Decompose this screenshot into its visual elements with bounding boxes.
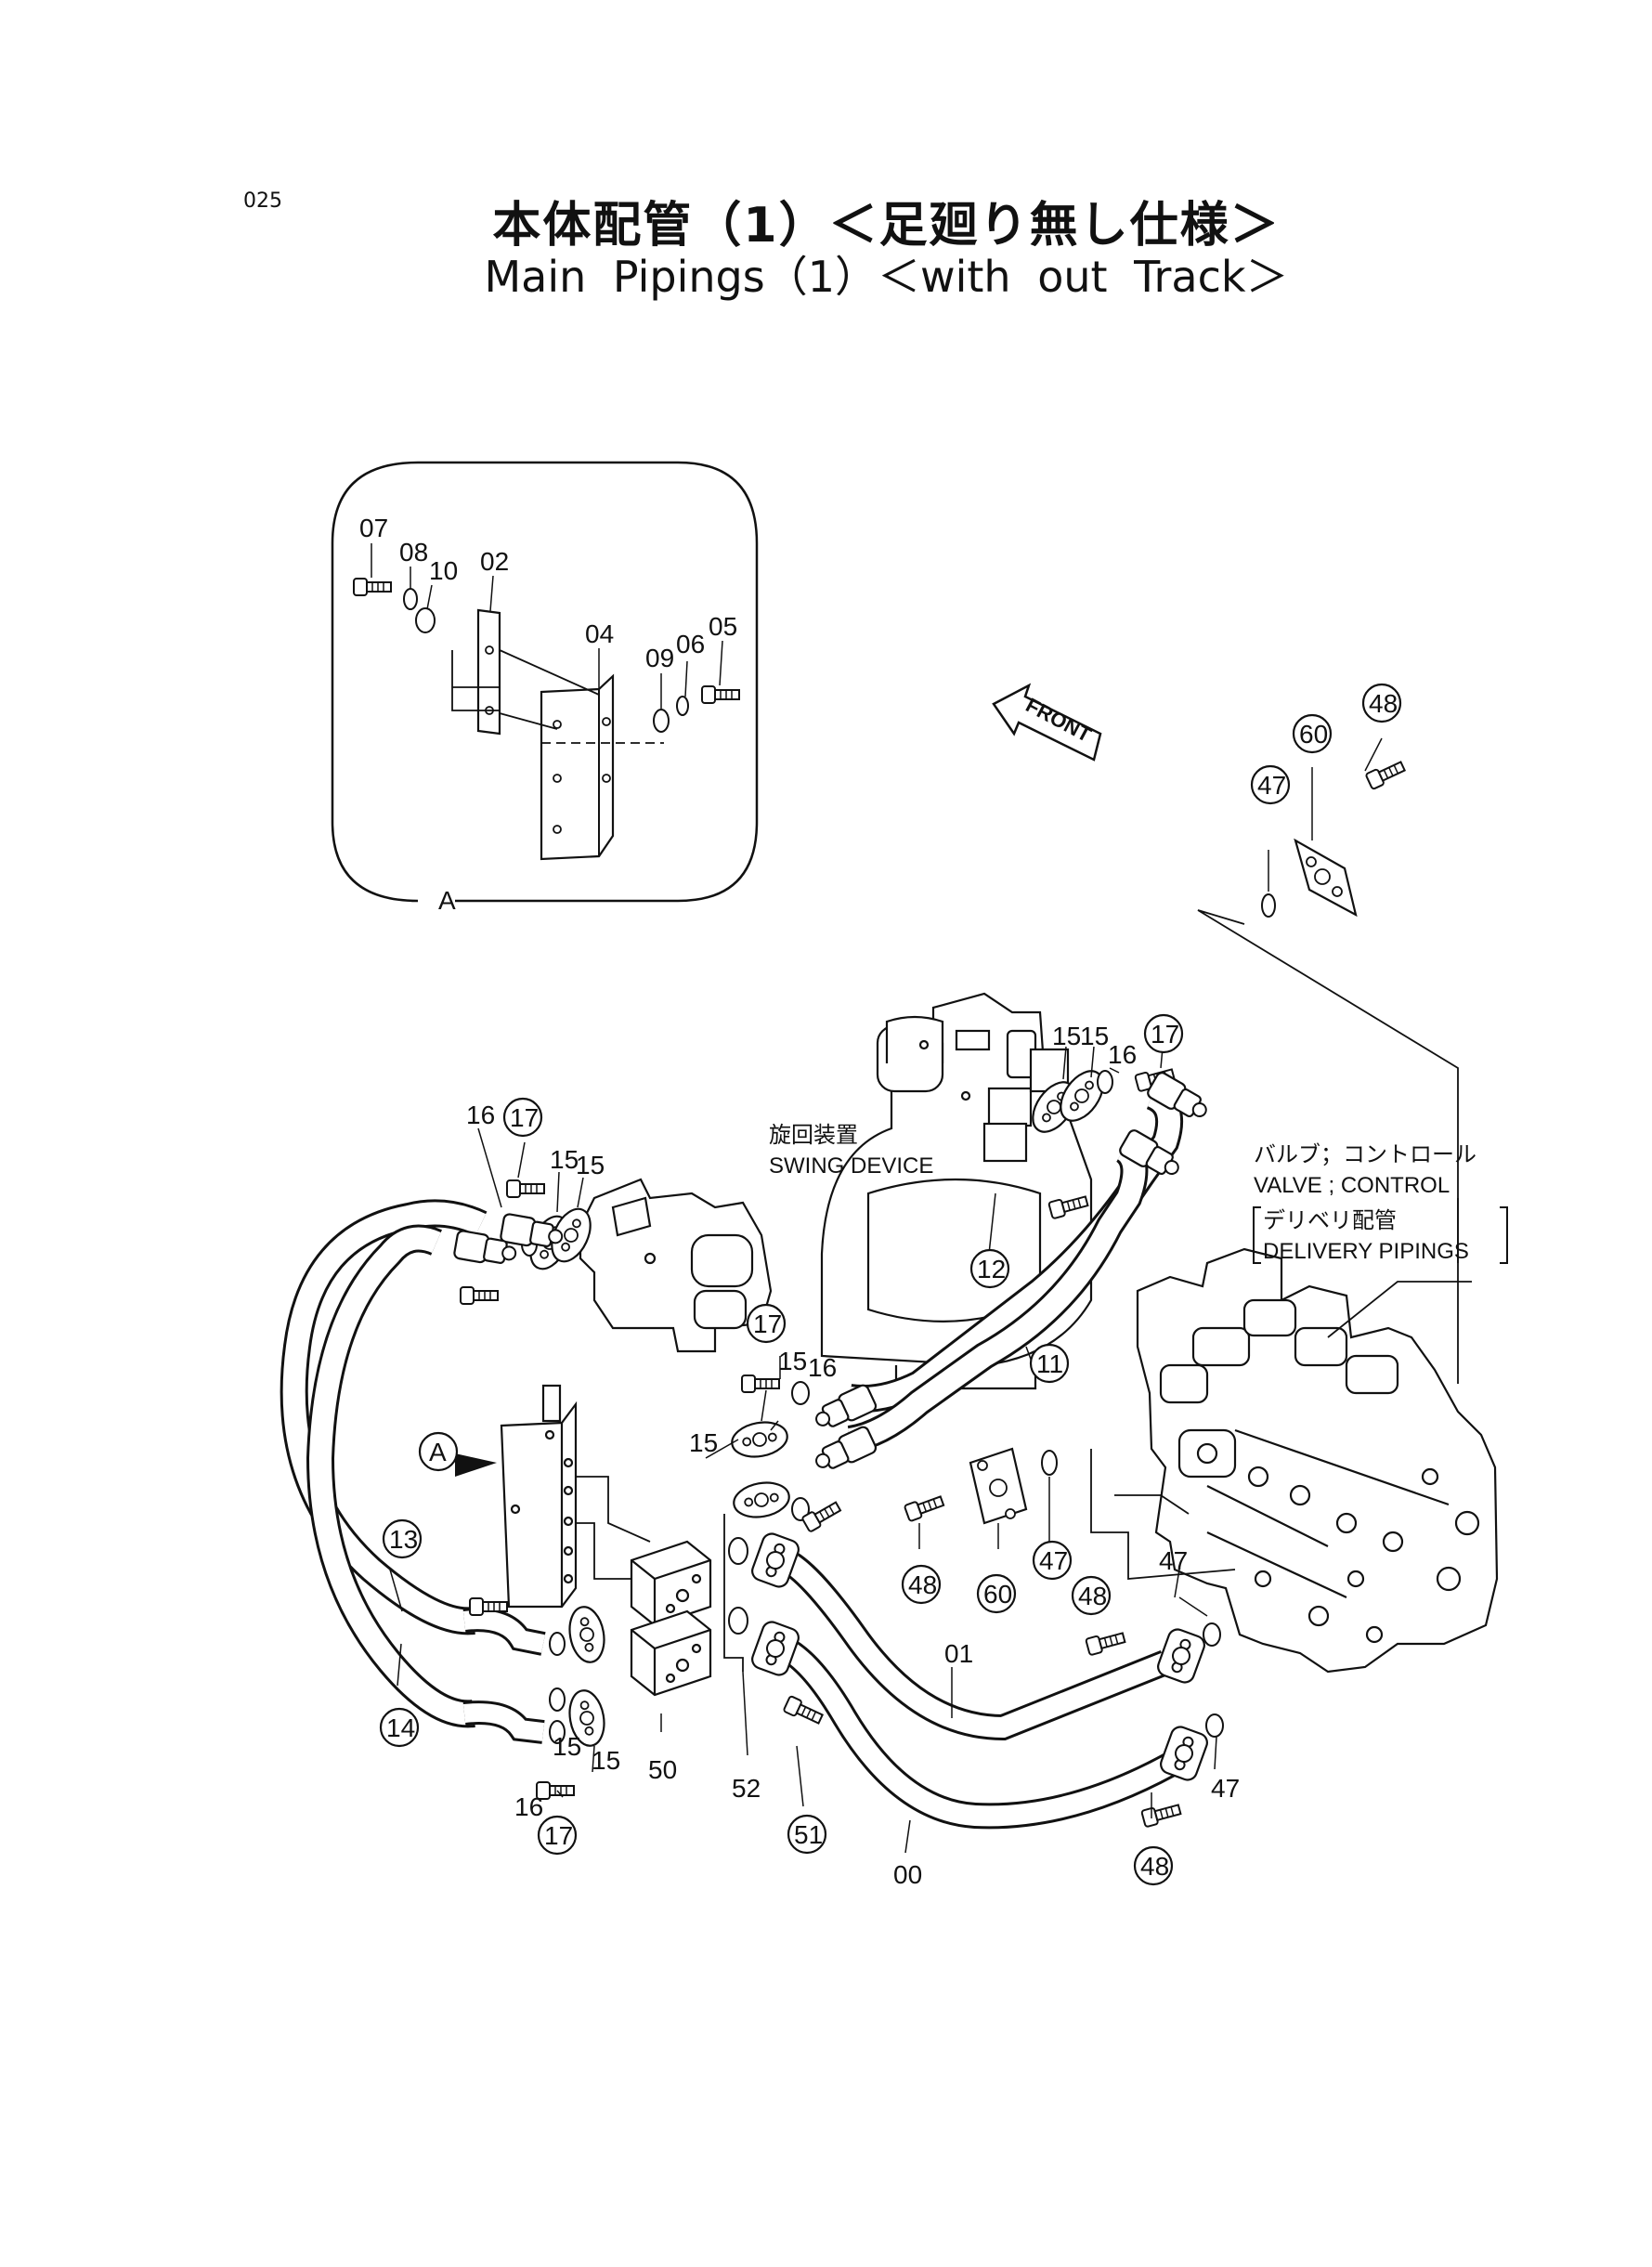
callout-label: 52 [732, 1774, 761, 1803]
callout-bubbles [379, 683, 1402, 1886]
callout-label: 48 [1369, 689, 1398, 718]
delivery-pipings-label-jp: デリベリ配管 [1263, 1208, 1397, 1233]
callout-label: 15 [576, 1151, 605, 1179]
callout-label: 47 [1211, 1774, 1240, 1803]
callout-labels: 60 48 47 17 15 15 16 16 17 15 15 12 11 1… [386, 689, 1398, 1889]
hose-13 [280, 1199, 488, 1635]
hose-11 [847, 1138, 1149, 1453]
callout-label: 15 [592, 1746, 620, 1775]
valve-label-en: VALVE ; CONTROL [1254, 1173, 1450, 1198]
part-label: 02 [480, 547, 509, 576]
elbow-fitting [462, 1597, 610, 1800]
delivery-pipings-label-en: DELIVERY PIPINGS [1263, 1239, 1469, 1264]
callout-label: 15 [1052, 1022, 1081, 1050]
callout-label: 01 [944, 1639, 973, 1668]
callout-label: 51 [794, 1820, 823, 1849]
arrow-to-bracket [455, 1453, 497, 1477]
callout-label: 17 [753, 1309, 782, 1338]
part-label: 07 [359, 514, 388, 542]
callout-label: 17 [1151, 1020, 1179, 1049]
callout-label: 16 [808, 1353, 837, 1382]
callout-label: 14 [386, 1713, 415, 1742]
callout-label: 47 [1257, 771, 1286, 800]
callout-label: 60 [1299, 720, 1328, 749]
pipe-00 [778, 1636, 1177, 1830]
flange-group-top [1197, 737, 1459, 1384]
lock-washer-icon [403, 588, 418, 610]
washer-icon [415, 607, 436, 633]
callout-label: 48 [908, 1570, 937, 1599]
callout-label: 48 [1078, 1582, 1107, 1610]
callout-label: 11 [1036, 1349, 1063, 1378]
callout-label: 16 [1108, 1040, 1137, 1069]
callout-label: 15 [689, 1428, 718, 1457]
hose-14 [306, 1224, 475, 1728]
detail-view-a: A [331, 461, 759, 915]
callout-label: 13 [389, 1525, 418, 1554]
left-motor-body [579, 1178, 773, 1353]
callout-label: 50 [648, 1755, 677, 1784]
swing-device-body [820, 992, 1093, 1390]
callout-label: 60 [983, 1580, 1012, 1609]
page-number: 025 [243, 189, 282, 213]
part-label: 04 [585, 619, 614, 648]
callout-label: 15 [550, 1145, 579, 1174]
bracket-assembly [500, 1384, 712, 1697]
part-label: 09 [645, 644, 674, 672]
lock-washer-icon [676, 696, 689, 716]
center-flange-group [723, 1356, 844, 1672]
bolt-icon [701, 685, 740, 704]
page-title-english: Main Pipings（1）＜with out Track＞ [484, 252, 1289, 302]
part-label: 06 [676, 630, 705, 658]
callout-label: 12 [977, 1255, 1006, 1283]
callout-label: 15 [778, 1347, 807, 1375]
swing-flange-group [1022, 1046, 1177, 1220]
callout-label: 47 [1039, 1546, 1068, 1575]
control-valve-body [1136, 1247, 1499, 1674]
bracket-part [540, 673, 615, 861]
swing-device-label-en: SWING DEVICE [769, 1153, 933, 1179]
swing-device-label-jp: 旋回装置 [769, 1123, 858, 1148]
bolt-icon [353, 578, 392, 596]
part-label: 10 [429, 556, 458, 585]
part-label: 05 [709, 612, 737, 641]
callout-label: 16 [514, 1792, 543, 1821]
front-direction-arrow: FRONT [992, 683, 1102, 762]
pipe-01 [778, 1548, 1171, 1741]
callout-label: 17 [510, 1103, 539, 1132]
flange-group-mid [903, 1447, 1058, 1549]
callout-label: 15 [1080, 1022, 1109, 1050]
plate-part [476, 608, 501, 736]
callout-label: 16 [466, 1101, 495, 1129]
callout-label: 47 [1159, 1546, 1188, 1575]
part-label: 08 [399, 538, 428, 567]
callout-label: A [429, 1438, 447, 1466]
callout-label: 00 [893, 1860, 922, 1889]
valve-label-jp: バルブ；コントロール [1254, 1142, 1476, 1167]
callout-label: 48 [1140, 1852, 1169, 1881]
callout-label: 17 [544, 1821, 573, 1850]
detail-view-label: A [438, 886, 456, 915]
washer-icon [653, 709, 670, 733]
page-title-japanese: 本体配管（1）＜足廻り無し仕様＞ [492, 198, 1281, 254]
callout-label: 15 [553, 1732, 581, 1761]
